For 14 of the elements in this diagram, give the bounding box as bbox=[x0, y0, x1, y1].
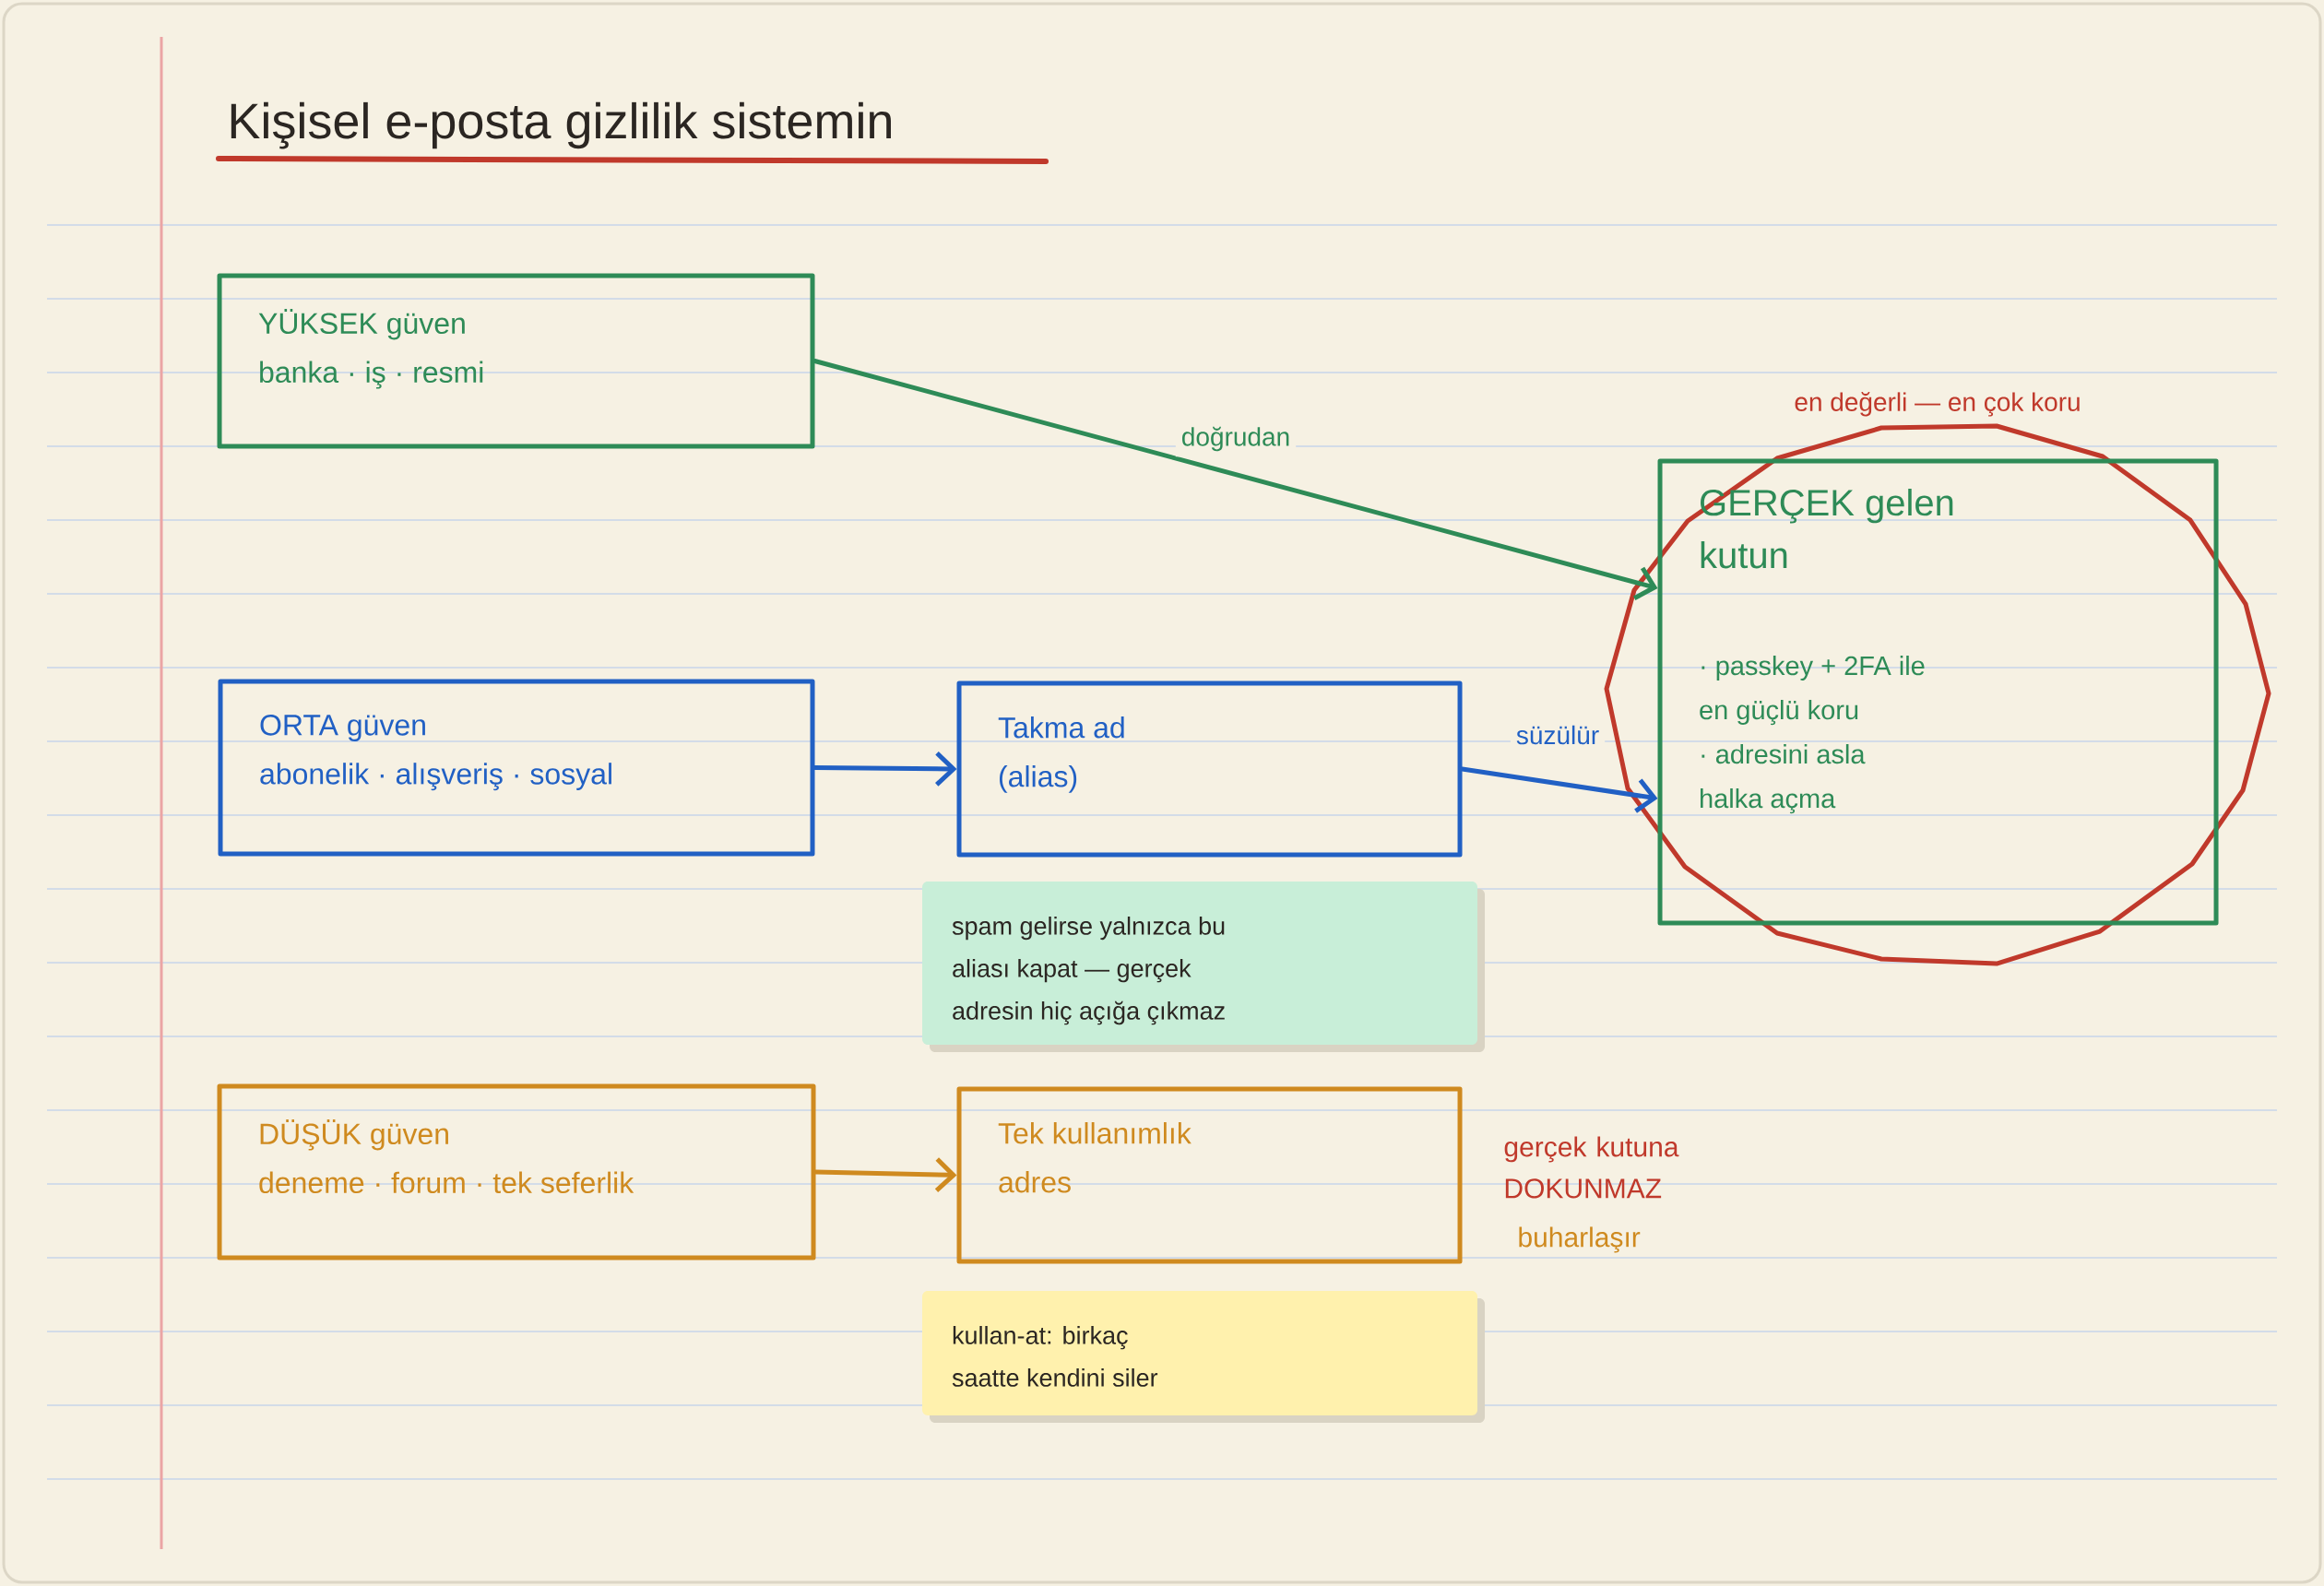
sticky-note: spam gelirse yalnızca bu aliası kapat — gerçek adresin hiç açığa çıkmaz bbox=[922, 882, 1485, 1052]
category-box: YÜKSEK güven banka · iş · resmi bbox=[217, 273, 815, 449]
annotation-text: gerçek kutuna DOKUNMAZ bbox=[1504, 1136, 1679, 1199]
caption-text: en değerli — en çok koru bbox=[1795, 392, 2080, 417]
edge-label: süzülür bbox=[1510, 719, 1606, 751]
address-box: Tek kullanımlık adres bbox=[956, 1086, 1463, 1264]
annotation-text: buharlaşır bbox=[1519, 1226, 1641, 1253]
category-box: ORTA güven abonelik · alışveriş · sosyal bbox=[218, 679, 815, 857]
address-box: Takma ad (alias) bbox=[956, 681, 1463, 858]
title-text: Kişisel e-posta gizlilik sistemin bbox=[231, 101, 891, 149]
category-box: DÜŞÜK güven deneme · forum · tek seferlik bbox=[217, 1083, 816, 1261]
edge-label: doğrudan bbox=[1175, 420, 1297, 457]
sticky-note: kullan-at: birkaç saatte kendini siler bbox=[922, 1291, 1485, 1423]
inbox-box: GERÇEK gelen kutun · passkey + 2FA ile en güçlü koru · adresini asla halka açma bbox=[1657, 458, 2219, 926]
